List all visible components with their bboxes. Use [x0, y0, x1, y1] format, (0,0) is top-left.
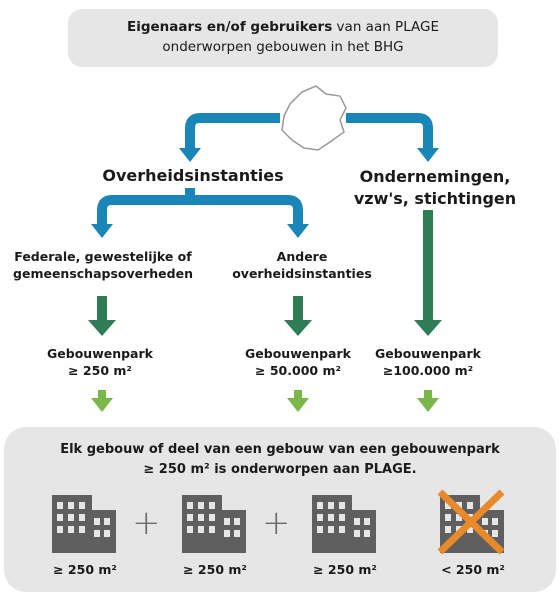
branch-right-line-2: vzw's, stichtingen [353, 189, 517, 208]
brussels-map-icon [281, 85, 347, 151]
park-value: ≥ 50.000 m² [255, 363, 341, 378]
plus-sign: + [132, 503, 161, 543]
arrowhead-right-blue [417, 148, 439, 162]
park-value: ≥ 250 m² [68, 363, 132, 378]
park-value: ≥100.000 m² [382, 363, 474, 378]
sub-left-line-2: gemeenschapsoverheden [13, 266, 193, 281]
arrow-green-left-head [88, 320, 116, 336]
cross-icon [437, 489, 505, 555]
header-line-1: Eigenaars en/of gebruikers van aan PLAGE [68, 17, 498, 37]
arrowhead-split-right [287, 224, 309, 238]
arrow-split-right [190, 195, 303, 226]
arrow-green-left-shaft [97, 296, 107, 322]
arrow-lime-mid-head [287, 398, 309, 412]
arrow-lime-right-shaft [424, 390, 432, 400]
arrow-lime-left-head [91, 398, 113, 412]
arrow-split-left [97, 195, 190, 226]
branch-ondernemingen: Ondernemingen, vzw's, stichtingen [340, 166, 530, 210]
arrow-lime-mid-shaft [294, 390, 302, 400]
bottom-line-1: Elk gebouw of deel van een gebouw van ee… [60, 442, 500, 457]
branch-overheidsinstanties: Overheidsinstanties [102, 166, 284, 185]
header-box: Eigenaars en/of gebruikers van aan PLAGE… [68, 9, 498, 67]
header-bold: Eigenaars en/of gebruikers [126, 19, 333, 35]
park-left: Gebouwenpark ≥ 250 m² [30, 345, 170, 379]
park-right: Gebouwenpark ≥100.000 m² [358, 345, 498, 379]
bottom-line-2: ≥ 250 m² is onderworpen aan PLAGE. [143, 462, 417, 477]
sub-left-line-1: Federale, gewestelijke of [14, 249, 192, 264]
plus-sign: + [262, 503, 291, 543]
bottom-text: Elk gebouw of deel van een gebouw van ee… [20, 440, 540, 480]
arrow-green-right-shaft [423, 210, 433, 322]
sub-federale: Federale, gewestelijke of gemeenschapsov… [0, 248, 206, 282]
building-label: ≥ 250 m² [313, 562, 377, 577]
building-label: ≥ 250 m² [183, 562, 247, 577]
arrow-right-blue [346, 113, 433, 150]
building-icon-2 [182, 495, 246, 553]
arrow-green-mid-head [284, 320, 312, 336]
building-icon-3 [312, 495, 376, 553]
header-rest: van aan PLAGE [332, 19, 440, 35]
park-mid: Gebouwenpark ≥ 50.000 m² [228, 345, 368, 379]
arrow-left-blue [185, 113, 280, 150]
park-label: Gebouwenpark [47, 346, 153, 361]
park-label: Gebouwenpark [245, 346, 351, 361]
building-icon-1 [52, 495, 116, 553]
sub-andere: Andere overheidsinstanties [222, 248, 382, 282]
arrow-lime-left-shaft [98, 390, 106, 400]
building-label: < 250 m² [441, 562, 505, 577]
header-line-2: onderworpen gebouwen in het BHG [162, 39, 404, 55]
arrow-green-right-head [414, 320, 442, 336]
branch-right-line-1: Ondernemingen, [359, 167, 511, 186]
arrowhead-left-blue [179, 148, 201, 162]
arrowhead-split-left [91, 224, 113, 238]
arrow-green-mid-shaft [293, 296, 303, 322]
park-label: Gebouwenpark [375, 346, 481, 361]
arrow-lime-right-head [417, 398, 439, 412]
sub-mid-line-1: Andere [276, 249, 328, 264]
building-label: ≥ 250 m² [53, 562, 117, 577]
sub-mid-line-2: overheidsinstanties [232, 266, 372, 281]
